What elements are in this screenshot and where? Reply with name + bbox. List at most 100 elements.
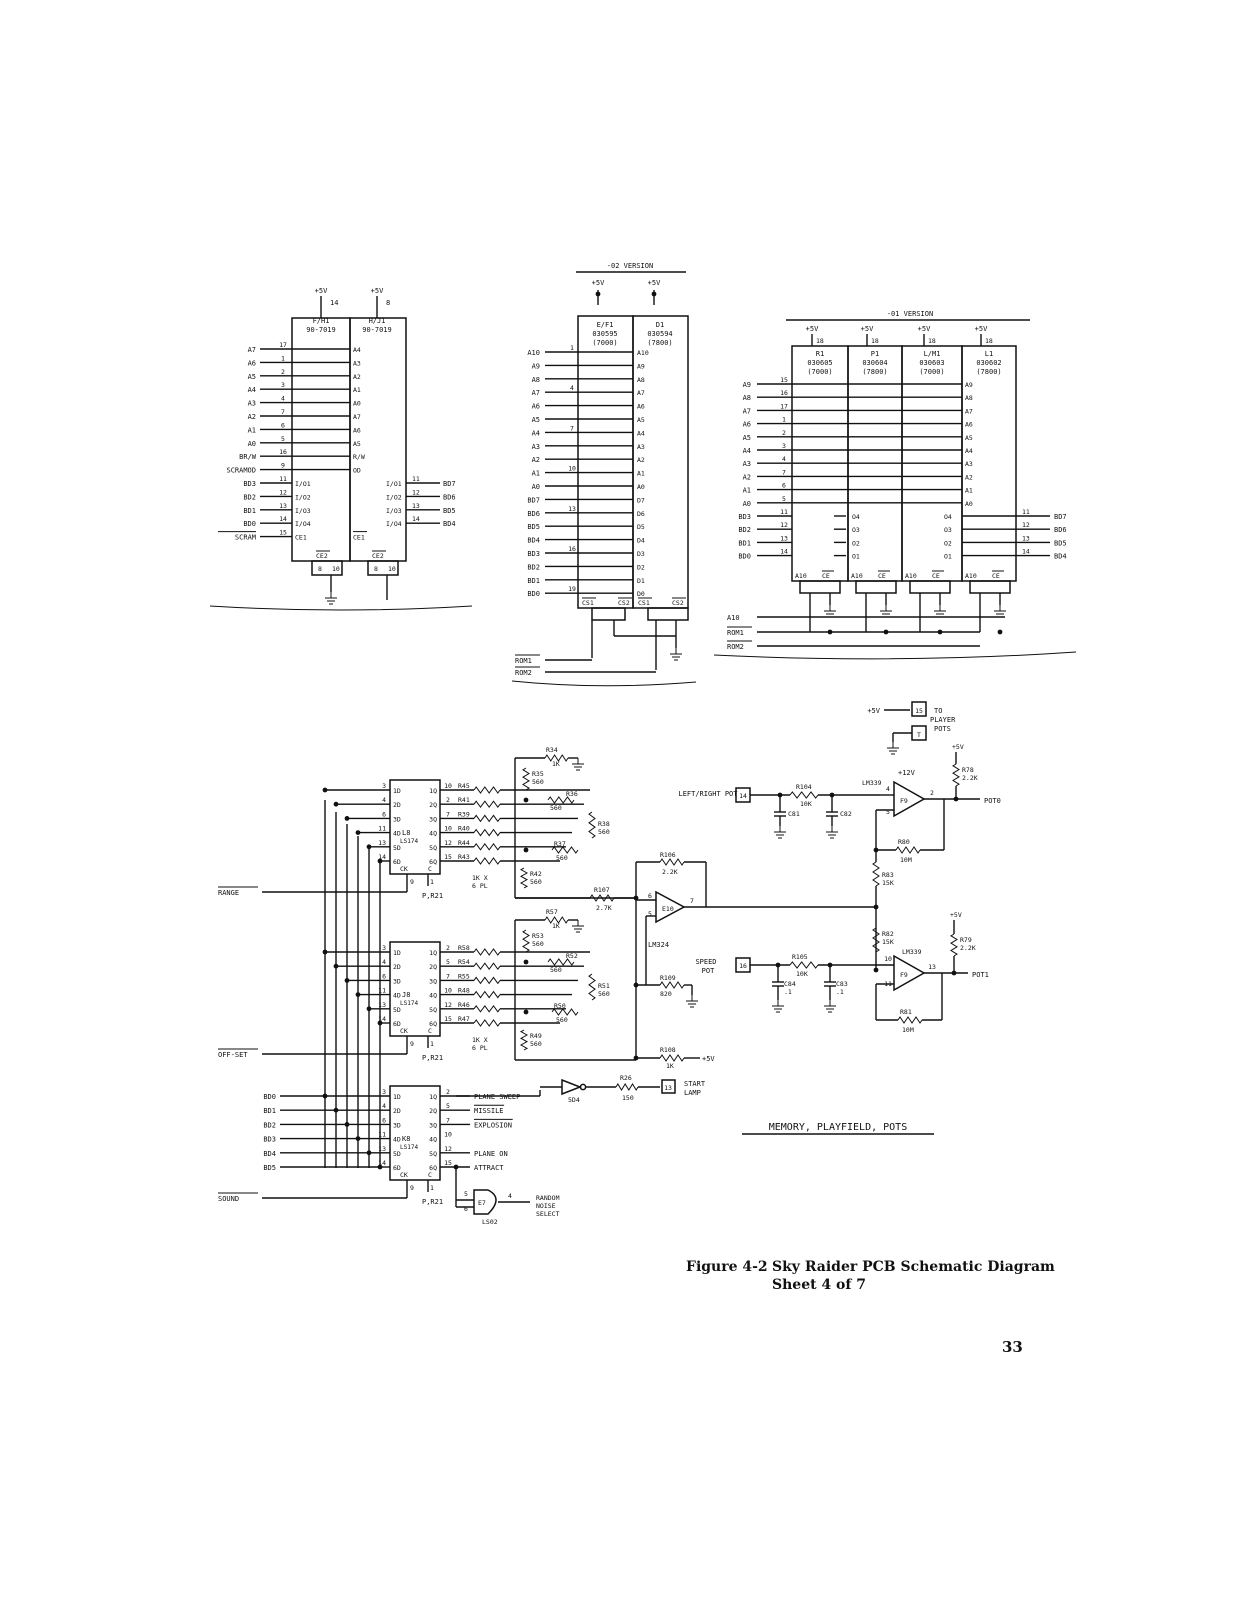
pin-number: 18 [985, 337, 993, 345]
chip-pin: I/O1 [295, 480, 311, 488]
junction-dot [595, 291, 601, 297]
pin-number: 2 [930, 789, 934, 797]
sound-output-label: ATTRACT [474, 1164, 504, 1172]
junction-dot [333, 801, 339, 807]
chip-pin: I/O2 [386, 493, 402, 501]
chip-pin: A10 [965, 572, 977, 580]
pin-number: 10 [388, 565, 396, 573]
resistor-icon [588, 811, 596, 839]
chip-part: 90-7019 [362, 326, 392, 334]
inverter-icon [561, 1078, 583, 1096]
net-label: BD0 [263, 1093, 276, 1101]
pin-box [969, 580, 1011, 594]
pin-number: 14 [279, 515, 287, 523]
net-label: A6 [532, 403, 540, 411]
pin-number: 10 [884, 955, 892, 963]
junction-dot [883, 629, 889, 635]
chip-pin: 4Q [429, 1136, 437, 1144]
junction-dot [366, 1006, 372, 1012]
junction-dot [633, 895, 639, 901]
pin-number: 11 [780, 508, 788, 516]
net-label: BD2 [738, 526, 751, 534]
chip-pin: 6D [393, 1164, 401, 1172]
junction-dot [523, 847, 529, 853]
resistor-value: 10M [900, 856, 912, 864]
resistor-value: 560 [556, 854, 568, 862]
sound-output-label: EXPLOSION [474, 1121, 512, 1129]
pin-number: 14 [330, 299, 338, 307]
pin-number: 13 [928, 963, 936, 971]
ground-icon [572, 758, 584, 771]
chip-pin: 2D [393, 963, 401, 971]
chip-pin: A7 [353, 413, 361, 421]
junction-dot [333, 963, 339, 969]
net-label: A6 [248, 359, 256, 367]
pin-number: 14 [739, 792, 747, 800]
pin-number: 4 [508, 1192, 512, 1200]
pin-number: 12 [1022, 521, 1030, 529]
resistor-ref: R54 [458, 958, 470, 966]
net-label: BD2 [527, 563, 540, 571]
chip-pin: 3D [393, 977, 401, 985]
pin-box [661, 1079, 676, 1094]
noise-label: NOISE [536, 1202, 556, 1210]
resistor-ref: R51 [598, 982, 610, 990]
opamp-part: LM339 [902, 948, 922, 956]
pin-number: 6 [464, 1205, 468, 1213]
resistor-icon [473, 1004, 501, 1013]
junction-dot [633, 1055, 639, 1061]
resistor-icon [659, 1054, 685, 1062]
figure-title: Sky Raider PCB Schematic Diagram [772, 1259, 1055, 1275]
resistor-value: 15K [882, 938, 894, 946]
pin-box [855, 580, 897, 594]
pin-box [367, 560, 399, 576]
pot-input-label: SPEED [695, 958, 716, 966]
net-label: A5 [248, 373, 256, 381]
chip-pin: O3 [944, 526, 952, 534]
resistor-value: 560 [598, 990, 610, 998]
chip-location: P,R21 [422, 1054, 443, 1062]
resistor-ref: R80 [898, 838, 910, 846]
resistor-value: 560 [556, 1016, 568, 1024]
junction-dot [322, 949, 328, 955]
resistor-icon [659, 981, 685, 989]
pin-number: 9 [281, 462, 285, 470]
chip-pin: CK [400, 1171, 408, 1179]
resistor-value: 560 [550, 966, 562, 974]
resistor-ref: R45 [458, 782, 470, 790]
resistor-ref: R44 [458, 839, 470, 847]
chip-part: 030595 [592, 330, 617, 338]
pin-box [909, 580, 951, 594]
ground-icon [772, 1000, 784, 1013]
net-label: A3 [248, 400, 256, 408]
resistor-icon [551, 846, 579, 854]
pin-number: 10 [444, 825, 452, 833]
pin-number: 16 [780, 389, 788, 397]
pot-input-label: LEFT/RIGHT POT [678, 790, 738, 798]
pin-number: 5 [886, 808, 890, 816]
junction-dot [366, 844, 372, 850]
chip-pin: CS2 [618, 599, 630, 607]
net-label: ROM1 [727, 629, 744, 637]
pin-number: 6 [648, 892, 652, 900]
chip-size: (7000) [807, 368, 832, 376]
resistor-value: 10K [796, 970, 808, 978]
chip-pin: 2Q [429, 801, 437, 809]
pin-number: 13 [378, 839, 386, 847]
note-label: 1K X [472, 1036, 488, 1044]
pin-box [311, 560, 343, 576]
chip-part: 90-7019 [306, 326, 336, 334]
junction-dot [322, 787, 328, 793]
chip-part: LS174 [400, 1144, 418, 1151]
resistor-icon [473, 857, 501, 865]
resistor-value: 2.7K [596, 904, 612, 912]
pin-number: 18 [816, 337, 824, 345]
pin-number: 1 [281, 354, 285, 362]
chip-pin: A5 [637, 416, 645, 424]
chip-size: (7000) [592, 339, 617, 347]
figure-number: Figure 4-2 [686, 1259, 768, 1275]
net-label: BD3 [738, 513, 751, 521]
resistor-icon [547, 796, 575, 804]
